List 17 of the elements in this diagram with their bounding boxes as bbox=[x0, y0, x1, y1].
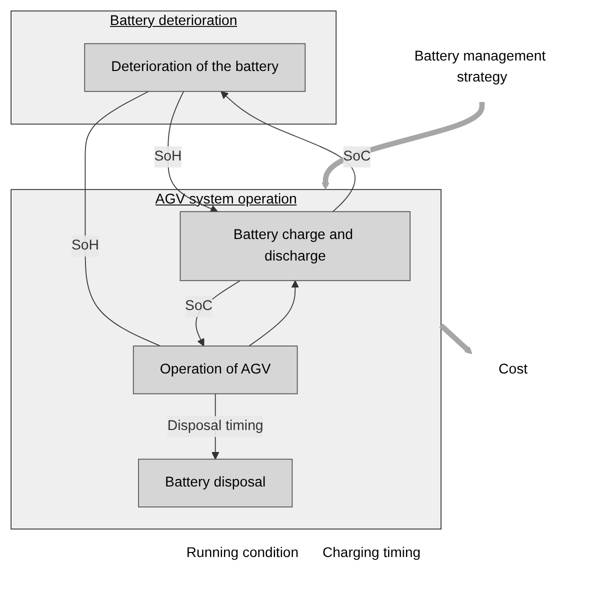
note-text: Running condition bbox=[186, 544, 299, 560]
node-box: Battery disposal bbox=[138, 458, 292, 508]
note-text: Charging timing bbox=[322, 544, 421, 560]
edge-label: SoH bbox=[154, 148, 182, 164]
node-text: Battery management strategy bbox=[414, 48, 546, 86]
arrow bbox=[438, 323, 472, 354]
node-box: Deterioration of the battery bbox=[84, 43, 306, 92]
edge-label: SoH bbox=[70, 238, 98, 254]
node-box: Operation of AGV bbox=[132, 346, 298, 394]
arrow bbox=[248, 280, 299, 346]
node-box: Battery charge and discharge bbox=[179, 211, 410, 282]
arrow bbox=[220, 91, 356, 212]
edge-label: Disposal timing bbox=[166, 418, 263, 434]
node-text: Cost bbox=[498, 362, 528, 377]
edge-label: SoC bbox=[342, 148, 370, 164]
connector bbox=[84, 90, 160, 346]
edge-label: SoC bbox=[184, 298, 212, 314]
